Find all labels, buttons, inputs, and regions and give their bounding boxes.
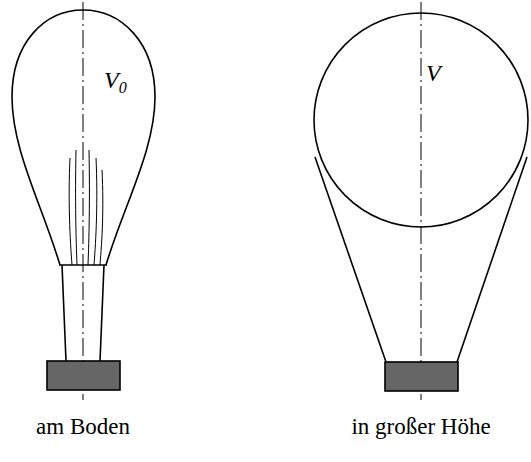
basket-rope — [100, 265, 104, 361]
volume-symbol: V — [426, 61, 441, 85]
balloon-envelope: V0 — [12, 10, 155, 265]
envelope-fold — [88, 150, 89, 265]
symmetry-axis — [421, 2, 422, 400]
symmetry-axis — [83, 2, 84, 400]
basket — [385, 362, 458, 391]
basket-rope — [315, 157, 386, 362]
envelope-fold — [100, 170, 103, 265]
basket-rope — [457, 157, 527, 362]
caption-label: in großer Höhe — [351, 414, 490, 439]
basket — [47, 361, 120, 390]
balloon-envelope: V — [314, 13, 528, 227]
caption-label: am Boden — [36, 414, 130, 439]
envelope-fold — [69, 158, 72, 265]
envelope-fold — [94, 158, 97, 265]
envelope-fold — [76, 150, 77, 265]
basket-rope — [62, 265, 66, 361]
volume-symbol: V0 — [104, 68, 127, 96]
